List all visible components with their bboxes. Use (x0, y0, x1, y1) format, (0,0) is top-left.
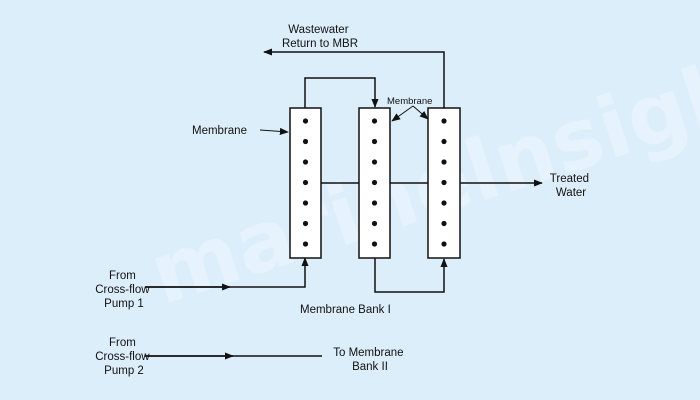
membrane-top-pointer-right (412, 105, 429, 120)
membrane-fiber-dot (371, 200, 378, 206)
membrane-fiber-dot (302, 159, 309, 165)
membrane-left-pointer (259, 127, 289, 136)
pump-1-label: From Cross-flow Pump 1 (95, 270, 153, 310)
wastewater-return-line (263, 48, 445, 108)
membrane-fiber-dot (441, 159, 447, 165)
membrane-fiber-dot (302, 220, 309, 227)
membrane-fiber-dot (371, 138, 378, 145)
membrane-fiber-dot (302, 200, 309, 206)
treated-water-label: Treated Water (550, 173, 592, 199)
membrane-fiber-dot (371, 159, 378, 165)
membrane-module-2 (358, 107, 391, 259)
membrane-module-3 (427, 107, 461, 259)
membrane-fiber-dot (371, 220, 378, 227)
membrane-bank-1-label: Membrane Bank I (300, 304, 391, 316)
membrane-fiber-dot (441, 241, 447, 247)
membrane-fiber-dot (441, 118, 447, 124)
wastewater-return-label: Wastewater Return to MBR (282, 24, 358, 50)
membrane-fiber-dot (441, 220, 447, 227)
membrane-fiber-dot (441, 200, 447, 206)
watermark-logo: marinelnsight (138, 27, 700, 324)
membrane-fiber-dot (302, 118, 309, 124)
membrane-fiber-dot (302, 138, 309, 145)
membrane-fiber-dot (441, 179, 447, 186)
membrane-label-left: Membrane (192, 125, 247, 137)
membrane-fiber-dot (371, 118, 378, 124)
module-1-to-2-line (304, 77, 379, 108)
membrane-fiber-dot (371, 241, 378, 247)
membrane-top-pointer-left (391, 105, 414, 122)
membrane-fiber-dot (302, 179, 309, 186)
membrane-fiber-dot (371, 179, 378, 186)
membrane-fiber-dot (302, 241, 309, 247)
module-2-to-3-line (374, 257, 448, 293)
membrane-fiber-dot (441, 138, 447, 145)
membrane-module-1 (289, 107, 322, 259)
to-membrane-bank-2-label: To Membrane Bank II (333, 347, 407, 373)
membrane-label-top: Membrane (387, 96, 432, 107)
pump-2-label: From Cross-flow Pump 2 (95, 337, 153, 377)
